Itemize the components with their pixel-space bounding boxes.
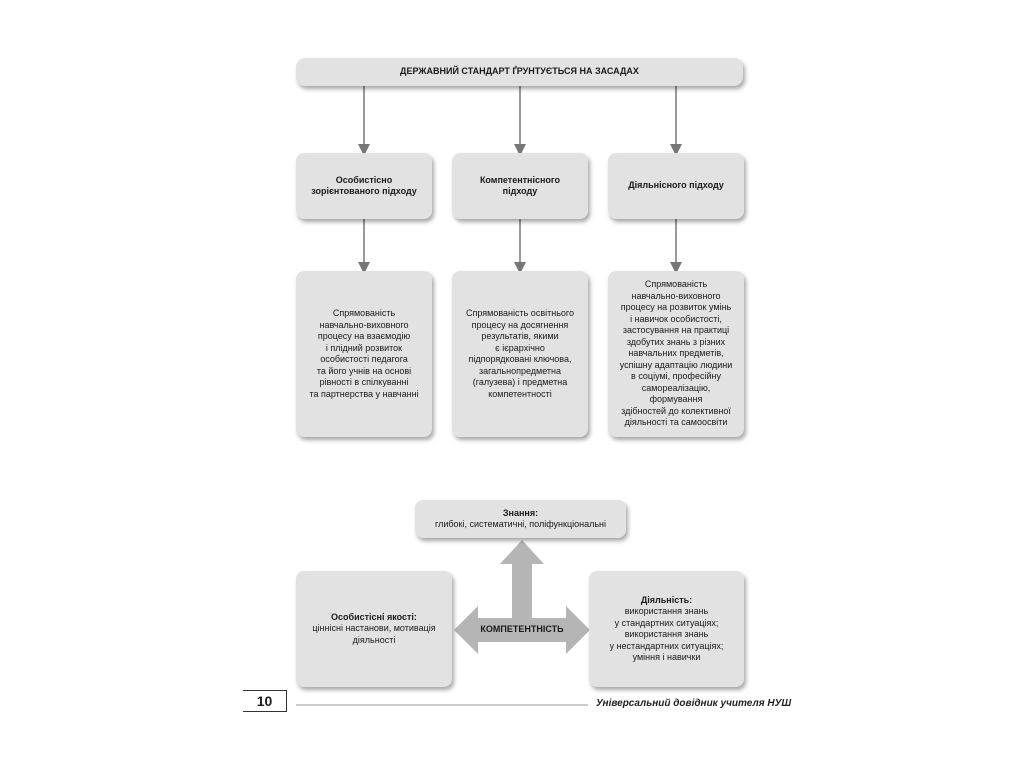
personal-qualities-box: Особистісні якості: ціннісні настанови, … bbox=[296, 571, 452, 687]
standard-header-text: ДЕРЖАВНИЙ СТАНДАРТ ҐРУНТУЄТЬСЯ НА ЗАСАДА… bbox=[400, 66, 639, 77]
knowledge-title: Знання: bbox=[502, 507, 539, 518]
approach-box-personal: Особистісно зорієнтованого підходу bbox=[296, 153, 432, 219]
approach-label-personal: Особистісно зорієнтованого підходу bbox=[311, 174, 417, 197]
activity-title: Діяльність: bbox=[640, 594, 693, 605]
competence-center-label: КОМПЕТЕНТНІСТЬ bbox=[480, 624, 564, 634]
standard-header-box: ДЕРЖАВНИЙ СТАНДАРТ ҐРУНТУЄТЬСЯ НА ЗАСАДА… bbox=[296, 58, 743, 86]
description-text-personal: Спрямованість навчально-виховного процес… bbox=[309, 308, 419, 399]
knowledge-text: глибокі, систематичні, поліфункціональні bbox=[434, 519, 606, 529]
competence-three-way-arrow bbox=[454, 540, 590, 654]
approach-label-competence: Компетентнісного підходу bbox=[479, 174, 561, 197]
description-box-personal: Спрямованість навчально-виховного процес… bbox=[296, 271, 432, 437]
description-box-competence: Спрямованість освітнього процесу на дося… bbox=[452, 271, 588, 437]
description-box-activity: Спрямованість навчально-виховного процес… bbox=[608, 271, 744, 437]
approach-box-competence: Компетентнісного підходу bbox=[452, 153, 588, 219]
description-text-activity: Спрямованість навчально-виховного процес… bbox=[619, 279, 733, 428]
activity-text: використання знань у стандартних ситуаці… bbox=[609, 606, 724, 662]
book-title: Універсальний довідник учителя НУШ bbox=[596, 698, 792, 709]
knowledge-box: Знання: глибокі, систематичні, поліфункц… bbox=[415, 500, 626, 538]
approach-label-activity: Діяльнісного підходу bbox=[628, 180, 724, 191]
description-text-competence: Спрямованість освітнього процесу на дося… bbox=[466, 308, 574, 399]
personal-qualities-title: Особистісні якості: bbox=[331, 611, 417, 622]
personal-qualities-text: ціннісні настанови, мотивація діяльності bbox=[312, 623, 436, 645]
page-number: 10 bbox=[243, 690, 287, 712]
activity-box: Діяльність: використання знань у стандар… bbox=[589, 571, 744, 687]
approach-box-activity: Діяльнісного підходу bbox=[608, 153, 744, 219]
